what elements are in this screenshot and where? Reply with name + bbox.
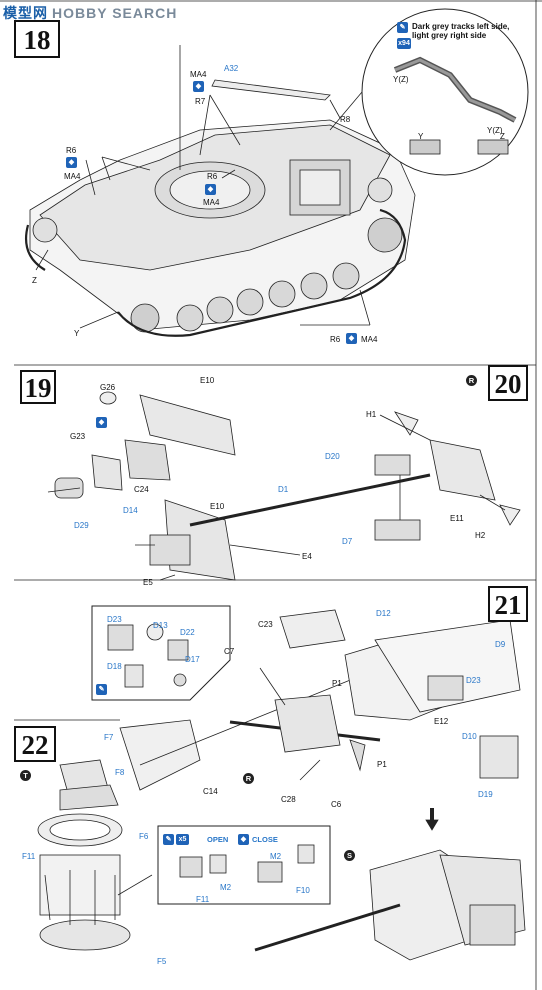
stage-badge-R: R: [243, 773, 254, 784]
step20-gun-barrel: [374, 411, 521, 541]
stage-badge-T: T: [20, 770, 31, 781]
track-note-line2: light grey right side: [412, 31, 487, 40]
label-A32: A32: [224, 64, 239, 73]
label-R8: R8: [340, 115, 351, 124]
label-Y-inset: Y: [418, 132, 424, 141]
glue-icon: ◆: [238, 834, 249, 845]
label-F7: F7: [104, 733, 114, 742]
label-R7: R7: [195, 97, 206, 106]
label-D29: D29: [74, 521, 89, 530]
label-C14: C14: [203, 787, 218, 796]
label-D1: D1: [278, 485, 289, 494]
label-D14: D14: [123, 506, 138, 515]
glue-icon: ◆: [66, 157, 77, 168]
label-E10-b: E10: [210, 502, 225, 511]
step22-turret-ring: [37, 759, 131, 951]
label-D10: D10: [462, 732, 477, 741]
label-M2-b: M2: [270, 852, 282, 861]
cement-icon: ✎: [96, 684, 107, 695]
label-H2: H2: [475, 531, 486, 540]
label-M2-a: M2: [220, 883, 232, 892]
label-E10-a: E10: [200, 376, 215, 385]
label-D17: D17: [185, 655, 200, 664]
label-D19: D19: [478, 790, 493, 799]
label-F11-panel: F11: [196, 895, 210, 904]
glue-icon: ◆: [96, 417, 107, 428]
label-R6-c: R6: [330, 335, 341, 344]
label-P1-b: P1: [377, 760, 387, 769]
label-MA4-c: MA4: [203, 198, 220, 207]
cement-icon: ✎: [397, 22, 408, 33]
label-Y: Y: [74, 329, 80, 338]
label-E12: E12: [434, 717, 449, 726]
label-C7: C7: [224, 647, 235, 656]
label-YZ-2: Y(Z): [487, 126, 503, 135]
step21-turret-assembly: [119, 609, 521, 791]
label-E4: E4: [302, 552, 312, 561]
label-D18: D18: [107, 662, 122, 671]
label-D22: D22: [180, 628, 195, 637]
watermark-brand: HOBBY SEARCH: [52, 5, 178, 21]
cement-icon: ✎: [163, 834, 174, 845]
label-MA4-d: MA4: [361, 335, 378, 344]
step21-inset: [91, 605, 231, 701]
track-note-line1: Dark grey tracks left side,: [412, 22, 510, 31]
label-E11: E11: [450, 514, 464, 523]
label-Z-inset: Z: [500, 132, 505, 141]
step-number-18: 18: [14, 20, 60, 58]
open-close-panel: [117, 825, 331, 905]
watermark-site: 模型网: [3, 5, 48, 21]
label-MA4-a: MA4: [190, 70, 207, 79]
glue-icon: ◆: [205, 184, 216, 195]
label-H1: H1: [366, 410, 377, 419]
step22-result-view: [254, 808, 526, 961]
step-number-21: 21: [488, 586, 528, 622]
step18-hull-drawing: [24, 45, 416, 337]
label-D9: D9: [495, 640, 506, 649]
label-F8: F8: [115, 768, 125, 777]
label-D23-inset: D23: [107, 615, 122, 624]
label-Z: Z: [32, 276, 37, 285]
label-R6-a: R6: [66, 146, 77, 155]
stage-badge-S: S: [344, 850, 355, 861]
label-F5: F5: [157, 957, 167, 966]
label-F11: F11: [22, 852, 36, 861]
label-C6: C6: [331, 800, 342, 809]
label-G26: G26: [100, 383, 116, 392]
parts-count-badge: x94: [397, 38, 411, 49]
glue-icon: ◆: [346, 333, 357, 344]
label-F6: F6: [139, 832, 149, 841]
step19-gun-mantlet: [47, 391, 431, 581]
watermark: 模型网 HOBBY SEARCH: [3, 3, 177, 23]
label-P1-a: P1: [332, 679, 342, 688]
parts-count-badge: x5: [176, 834, 189, 845]
step-number-22: 22: [14, 726, 56, 762]
close-header: CLOSE: [252, 835, 278, 844]
label-G23: G23: [70, 432, 86, 441]
label-D12: D12: [376, 609, 391, 618]
step-number-19: 19: [20, 370, 56, 404]
label-E5: E5: [143, 578, 153, 587]
label-MA4-b: MA4: [64, 172, 81, 181]
label-D20: D20: [325, 452, 340, 461]
label-C28: C28: [281, 795, 296, 804]
label-D23: D23: [466, 676, 481, 685]
open-header: OPEN: [207, 835, 229, 844]
step-number-20: 20: [488, 365, 528, 401]
glue-icon: ◆: [193, 81, 204, 92]
track-inset: [329, 8, 529, 176]
label-C23: C23: [258, 620, 273, 629]
label-D13: D13: [153, 621, 168, 630]
label-R6-b: R6: [207, 172, 218, 181]
stage-badge-R: R: [466, 375, 477, 386]
label-D7: D7: [342, 537, 353, 546]
label-YZ-1: Y(Z): [393, 75, 409, 84]
label-C24: C24: [134, 485, 149, 494]
label-F10: F10: [296, 886, 310, 895]
